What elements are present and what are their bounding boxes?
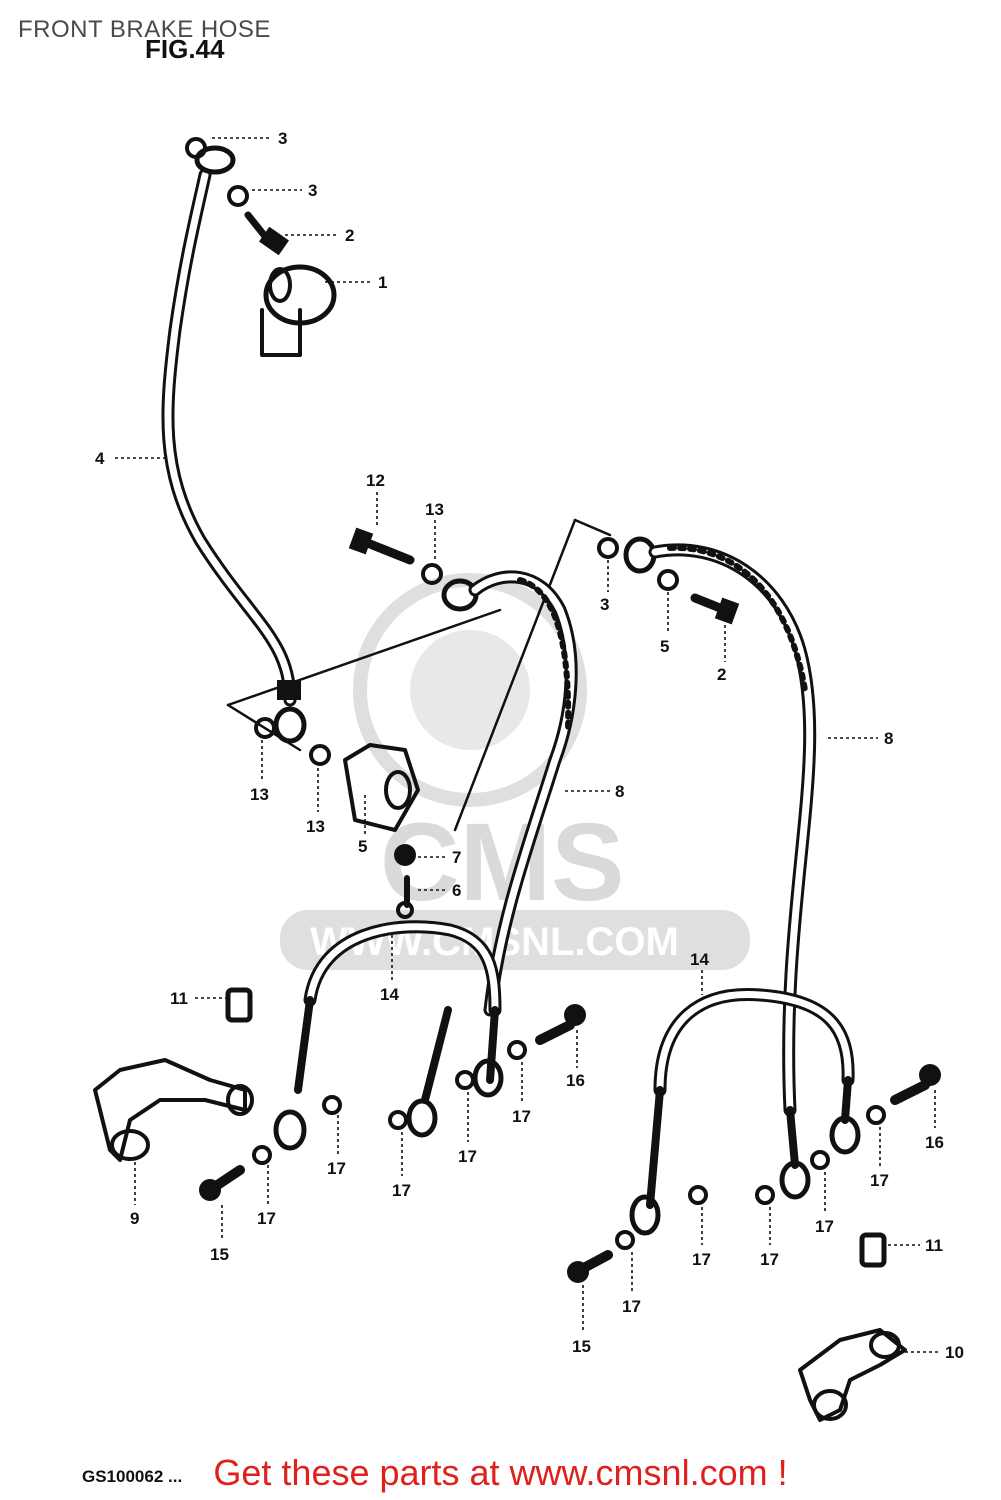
watermark-logo: CMS (380, 801, 624, 924)
bolt-15-left-icon (199, 1165, 245, 1201)
washer-icon (597, 537, 619, 559)
callout-13: 13 (306, 817, 325, 836)
bleeder-valve-icon (396, 875, 414, 919)
brake-hose-4 (161, 145, 307, 744)
callout-9: 9 (130, 1209, 139, 1228)
callout-16: 16 (566, 1071, 585, 1090)
callout-8: 8 (884, 729, 893, 748)
footer-cta: Get these parts at www.cmsnl.com ! (0, 1452, 1001, 1494)
cmsnl-parts-link[interactable]: Get these parts at www.cmsnl.com ! (213, 1452, 788, 1493)
clip-11-left-icon (225, 987, 253, 1023)
washer-icon (185, 137, 207, 159)
callout-1: 1 (378, 273, 387, 292)
callout-4: 4 (95, 449, 105, 468)
callout-17: 17 (458, 1147, 477, 1166)
callout-13: 13 (425, 500, 444, 519)
washer-icon (309, 744, 331, 766)
callout-8: 8 (615, 782, 624, 801)
callout-17: 17 (392, 1181, 411, 1200)
clamp-10-icon (798, 1328, 907, 1422)
brake-hose-8-left (441, 570, 578, 1017)
callout-6: 6 (452, 881, 461, 900)
clip-11-right-icon (859, 1232, 887, 1268)
clamp-9-icon (93, 1058, 254, 1162)
callout-17: 17 (622, 1297, 641, 1316)
junction-leader (226, 608, 502, 707)
callout-13: 13 (250, 785, 269, 804)
callout-5: 5 (660, 637, 669, 656)
callout-3: 3 (308, 181, 317, 200)
callout-14: 14 (690, 950, 709, 969)
callout-17: 17 (327, 1159, 346, 1178)
callout-17: 17 (692, 1250, 711, 1269)
callout-2: 2 (717, 665, 726, 684)
callout-3: 3 (278, 129, 287, 148)
washer-icon (227, 185, 249, 207)
bolt-12-icon (348, 527, 415, 565)
union-bolt-icon (690, 593, 740, 625)
page-title: FRONT BRAKE HOSE (18, 16, 271, 43)
union-bolt-icon (244, 211, 289, 256)
callout-17: 17 (257, 1209, 276, 1228)
callout-17: 17 (760, 1250, 779, 1269)
brake-hose-14-left (273, 920, 504, 1151)
washer-icon (254, 717, 276, 739)
master-cylinder-fitting-icon (260, 264, 337, 357)
callout-17: 17 (512, 1107, 531, 1126)
washer-icon (657, 569, 679, 591)
brake-hose-8-right (623, 536, 817, 1117)
callout-labels: 3 3 2 1 4 12 13 3 5 2 8 8 13 13 5 7 6 14… (95, 129, 964, 1362)
leader-lines (115, 137, 940, 1353)
callout-11: 11 (170, 989, 188, 1008)
callout-5: 5 (358, 837, 367, 856)
callout-3: 3 (600, 595, 609, 614)
callout-16: 16 (925, 1133, 944, 1152)
callout-14: 14 (380, 985, 399, 1004)
bolt-16-right-icon (890, 1064, 941, 1105)
callout-7: 7 (452, 848, 461, 867)
washers-17 (252, 1040, 886, 1250)
bolt-15-right-icon (567, 1250, 613, 1283)
callout-15: 15 (210, 1245, 229, 1264)
callout-10: 10 (945, 1343, 964, 1362)
joint-5-icon (343, 743, 420, 832)
callout-17: 17 (815, 1217, 834, 1236)
washer-icon (421, 563, 443, 585)
callout-15: 15 (572, 1337, 591, 1356)
figure-label: FIG.44 (145, 34, 225, 64)
callout-17: 17 (870, 1171, 889, 1190)
callout-11: 11 (925, 1236, 943, 1255)
diagram-code: GS100062 ... (82, 1467, 182, 1486)
callout-2: 2 (345, 226, 354, 245)
bolt-16-left-icon (535, 1004, 586, 1045)
callout-12: 12 (366, 471, 385, 490)
bleeder-cap-icon (394, 844, 416, 866)
brake-hose-14-right (629, 987, 861, 1236)
